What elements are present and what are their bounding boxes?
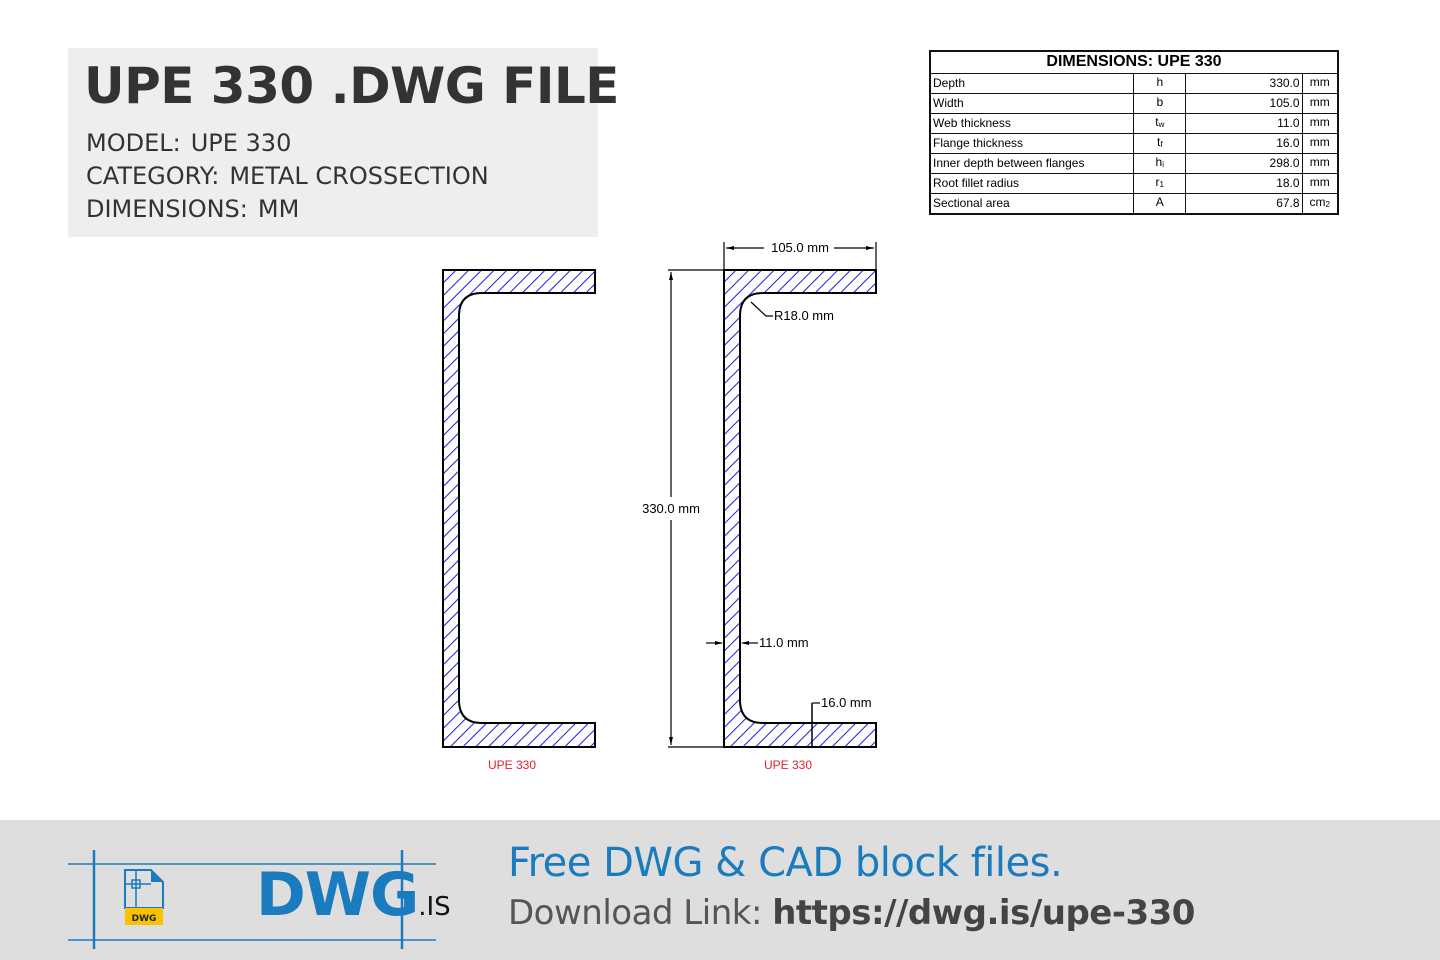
row-symbol: hi: [1133, 152, 1187, 174]
flange-dimension-label: 16.0 mm: [821, 695, 872, 710]
model-value: UPE 330: [190, 129, 292, 157]
download-link[interactable]: https://dwg.is/upe-330: [772, 893, 1195, 933]
depth-dimension: [668, 269, 724, 748]
radius-leader: [750, 301, 773, 317]
tagline: Free DWG & CAD block files.: [508, 840, 1063, 886]
dimensions-value: MM: [257, 195, 300, 223]
table-row: Root fillet radius r1 18.0 mm: [929, 172, 1339, 194]
logo-wordmark: DWG.IS: [256, 860, 451, 942]
category-value: METAL CROSSECTION: [229, 162, 489, 190]
section-label-right: UPE 330: [764, 758, 812, 772]
page-title: UPE 330 .DWG FILE: [84, 57, 619, 115]
row-label: Root fillet radius: [929, 172, 1135, 194]
row-unit: mm: [1301, 72, 1339, 94]
dimensions-table: DIMENSIONS: UPE 330 Depth h 330.0 mm Wid…: [929, 50, 1339, 215]
row-label: Inner depth between flanges: [929, 152, 1135, 174]
section-label-left: UPE 330: [488, 758, 536, 772]
radius-dimension-label: R18.0 mm: [774, 308, 834, 323]
dwg-file-icon: DWG: [124, 869, 164, 925]
svg-text:DWG: DWG: [132, 914, 157, 924]
dwg-is-logo[interactable]: DWG DWG.IS: [68, 835, 451, 949]
web-dimension-label: 11.0 mm: [759, 635, 809, 650]
info-panel: UPE 330 .DWG FILE MODEL: UPE 330 CATEGORY…: [68, 48, 619, 237]
row-unit: mm: [1301, 152, 1339, 174]
category-line: CATEGORY: METAL CROSSECTION: [86, 161, 489, 191]
model-label: MODEL:: [86, 129, 181, 157]
width-dimension-label: 105.0 mm: [771, 240, 829, 255]
row-unit: mm: [1301, 112, 1339, 134]
width-dimension: [723, 242, 877, 270]
row-label: Sectional area: [929, 192, 1135, 214]
row-value: 67.8: [1185, 192, 1303, 214]
channel-section-right: [723, 269, 877, 748]
row-unit: mm: [1301, 92, 1339, 114]
model-line: MODEL: UPE 330: [86, 128, 291, 158]
row-symbol: r1: [1133, 172, 1187, 194]
web-dimension: [706, 641, 758, 645]
table-row: Sectional area A 67.8 cm2: [929, 192, 1339, 214]
dimensions-line: DIMENSIONS: MM: [86, 194, 299, 224]
footer-banner: DWG DWG.IS Free DWG & CAD block files. D…: [0, 820, 1440, 960]
logo-main-text: DWG: [256, 860, 419, 930]
download-label: Download Link:: [508, 893, 773, 933]
logo-frame: [68, 850, 436, 949]
category-label: CATEGORY:: [86, 162, 220, 190]
row-value: 16.0: [1185, 132, 1303, 154]
cad-drawing: UPE 330 UPE 330 105.0 mm R18.0 mm 330.0 …: [442, 240, 877, 772]
download-line: Download Link: https://dwg.is/upe-330: [508, 890, 1195, 936]
table-row: Inner depth between flanges hi 298.0 mm: [929, 152, 1339, 174]
row-value: 298.0: [1185, 152, 1303, 174]
table-row: Flange thickness tf 16.0 mm: [929, 132, 1339, 154]
dimensions-label: DIMENSIONS:: [86, 195, 248, 223]
channel-section-left: [442, 269, 596, 748]
depth-dimension-label: 330.0 mm: [642, 501, 700, 516]
logo-suffix-text: .IS: [418, 892, 451, 922]
row-unit: cm2: [1301, 192, 1339, 214]
row-unit: mm: [1301, 172, 1339, 194]
row-value: 18.0: [1185, 172, 1303, 194]
